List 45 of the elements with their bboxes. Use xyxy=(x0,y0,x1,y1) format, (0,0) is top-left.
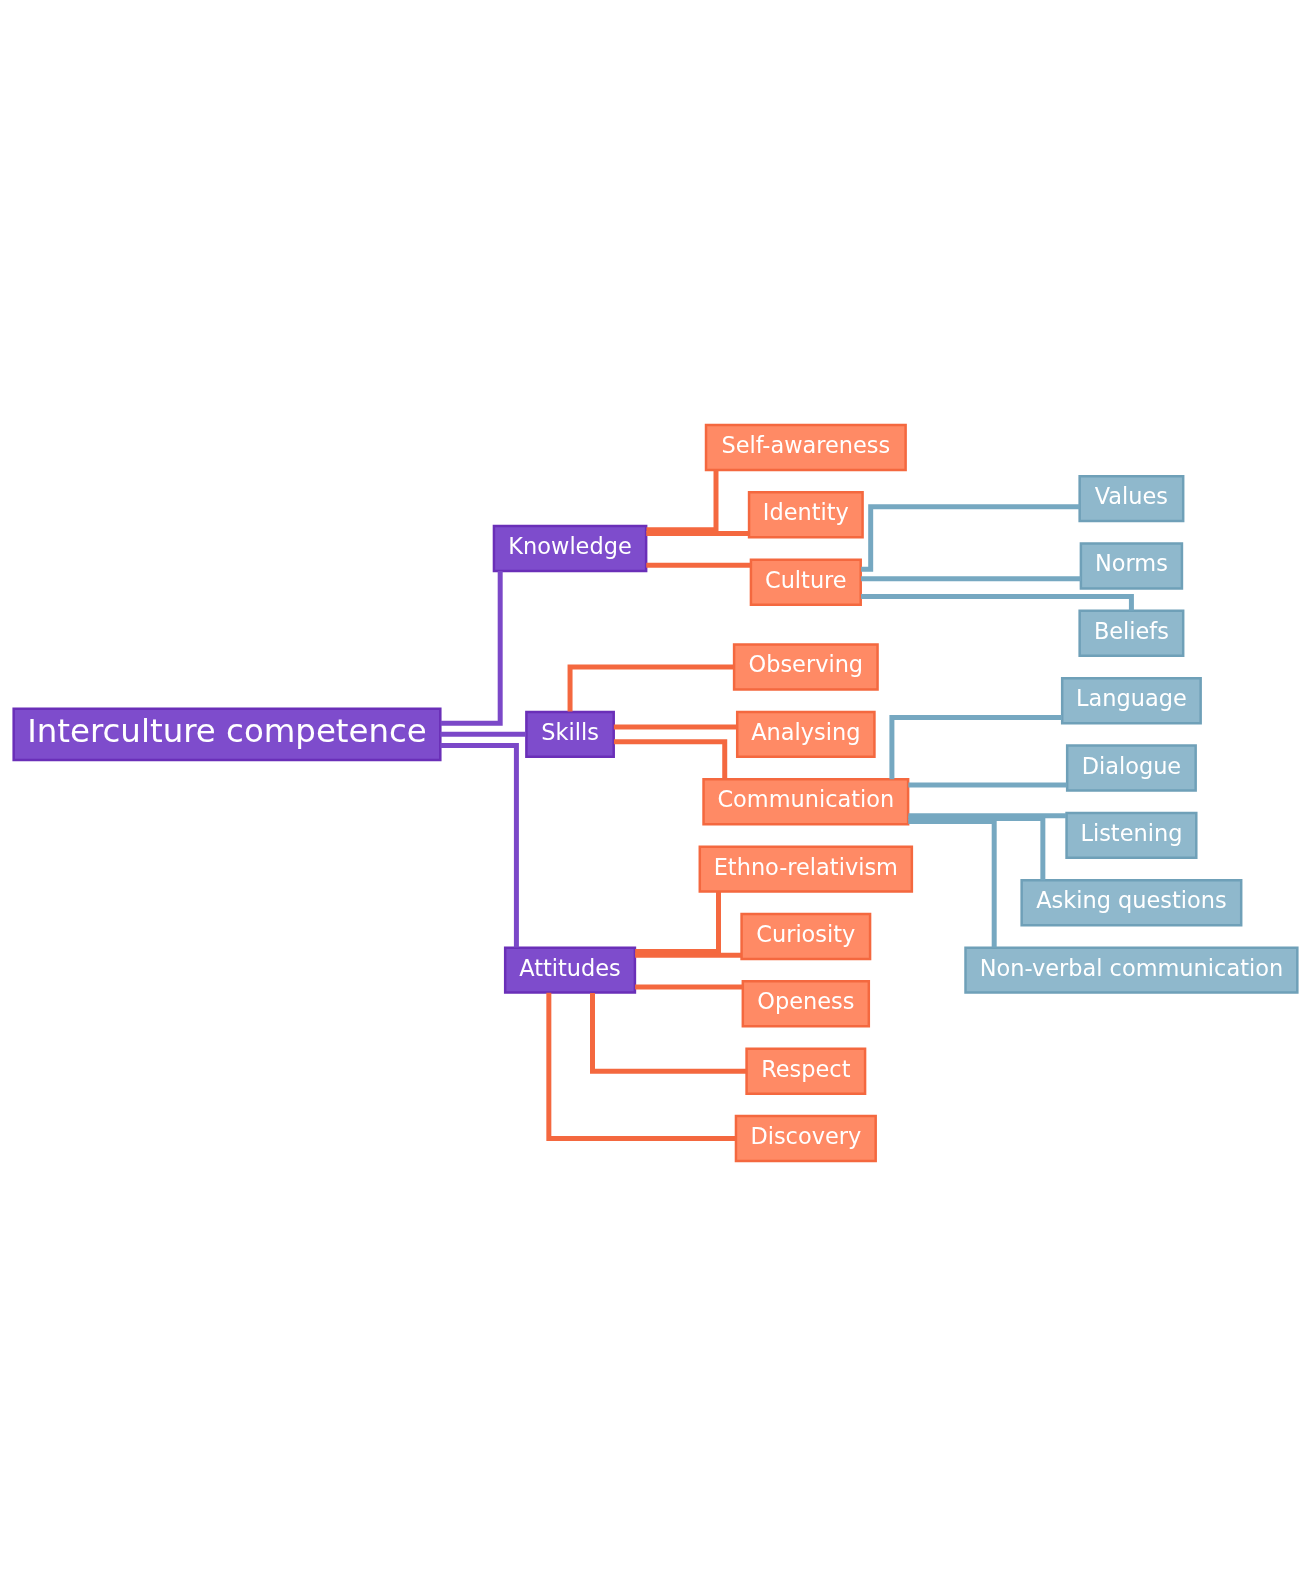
connector xyxy=(440,731,527,737)
node-box: Asking questions xyxy=(1020,879,1243,927)
connector xyxy=(635,952,742,958)
node-box: Curiosity xyxy=(740,912,872,961)
connector xyxy=(613,739,728,780)
connector xyxy=(908,816,1046,881)
node-box: Norms xyxy=(1079,542,1184,590)
node-box: Communication xyxy=(702,778,910,826)
connector xyxy=(646,531,749,536)
connector xyxy=(908,782,1067,788)
connector xyxy=(613,724,737,730)
connector xyxy=(546,992,736,1142)
node-box: Observing xyxy=(732,643,879,691)
node-box: Skills xyxy=(525,710,615,759)
connector xyxy=(646,469,719,533)
connector xyxy=(861,504,1080,572)
node-box: Beliefs xyxy=(1078,609,1185,658)
node-box: Openess xyxy=(741,980,871,1028)
connector xyxy=(440,743,519,948)
connector xyxy=(889,715,1063,780)
node-box: Discovery xyxy=(734,1114,877,1163)
node-box: Analysing xyxy=(735,710,876,759)
connector xyxy=(635,984,743,990)
node-box: Attitudes xyxy=(503,946,637,994)
node-box: Culture xyxy=(749,558,862,606)
node-box: Values xyxy=(1078,474,1185,523)
connector xyxy=(646,562,751,568)
node-box: Self-awareness xyxy=(704,423,907,472)
node-box: Respect xyxy=(745,1047,867,1095)
node-box: Language xyxy=(1060,677,1202,725)
connector xyxy=(590,993,747,1074)
connector xyxy=(908,818,997,948)
connector xyxy=(635,891,721,954)
connector xyxy=(861,576,1081,582)
node-box: Knowledge xyxy=(492,524,648,573)
connector xyxy=(567,664,734,712)
node-box: Listening xyxy=(1065,811,1198,860)
node-box: Non-verbal communication xyxy=(964,946,1299,994)
node-box: Interculture competence xyxy=(12,707,442,762)
node-box: Ethno-relativism xyxy=(698,845,914,893)
connector xyxy=(908,813,1067,819)
connector xyxy=(861,594,1134,611)
node-box: Dialogue xyxy=(1065,744,1197,792)
connector xyxy=(440,570,503,726)
node-box: Identity xyxy=(747,491,864,539)
